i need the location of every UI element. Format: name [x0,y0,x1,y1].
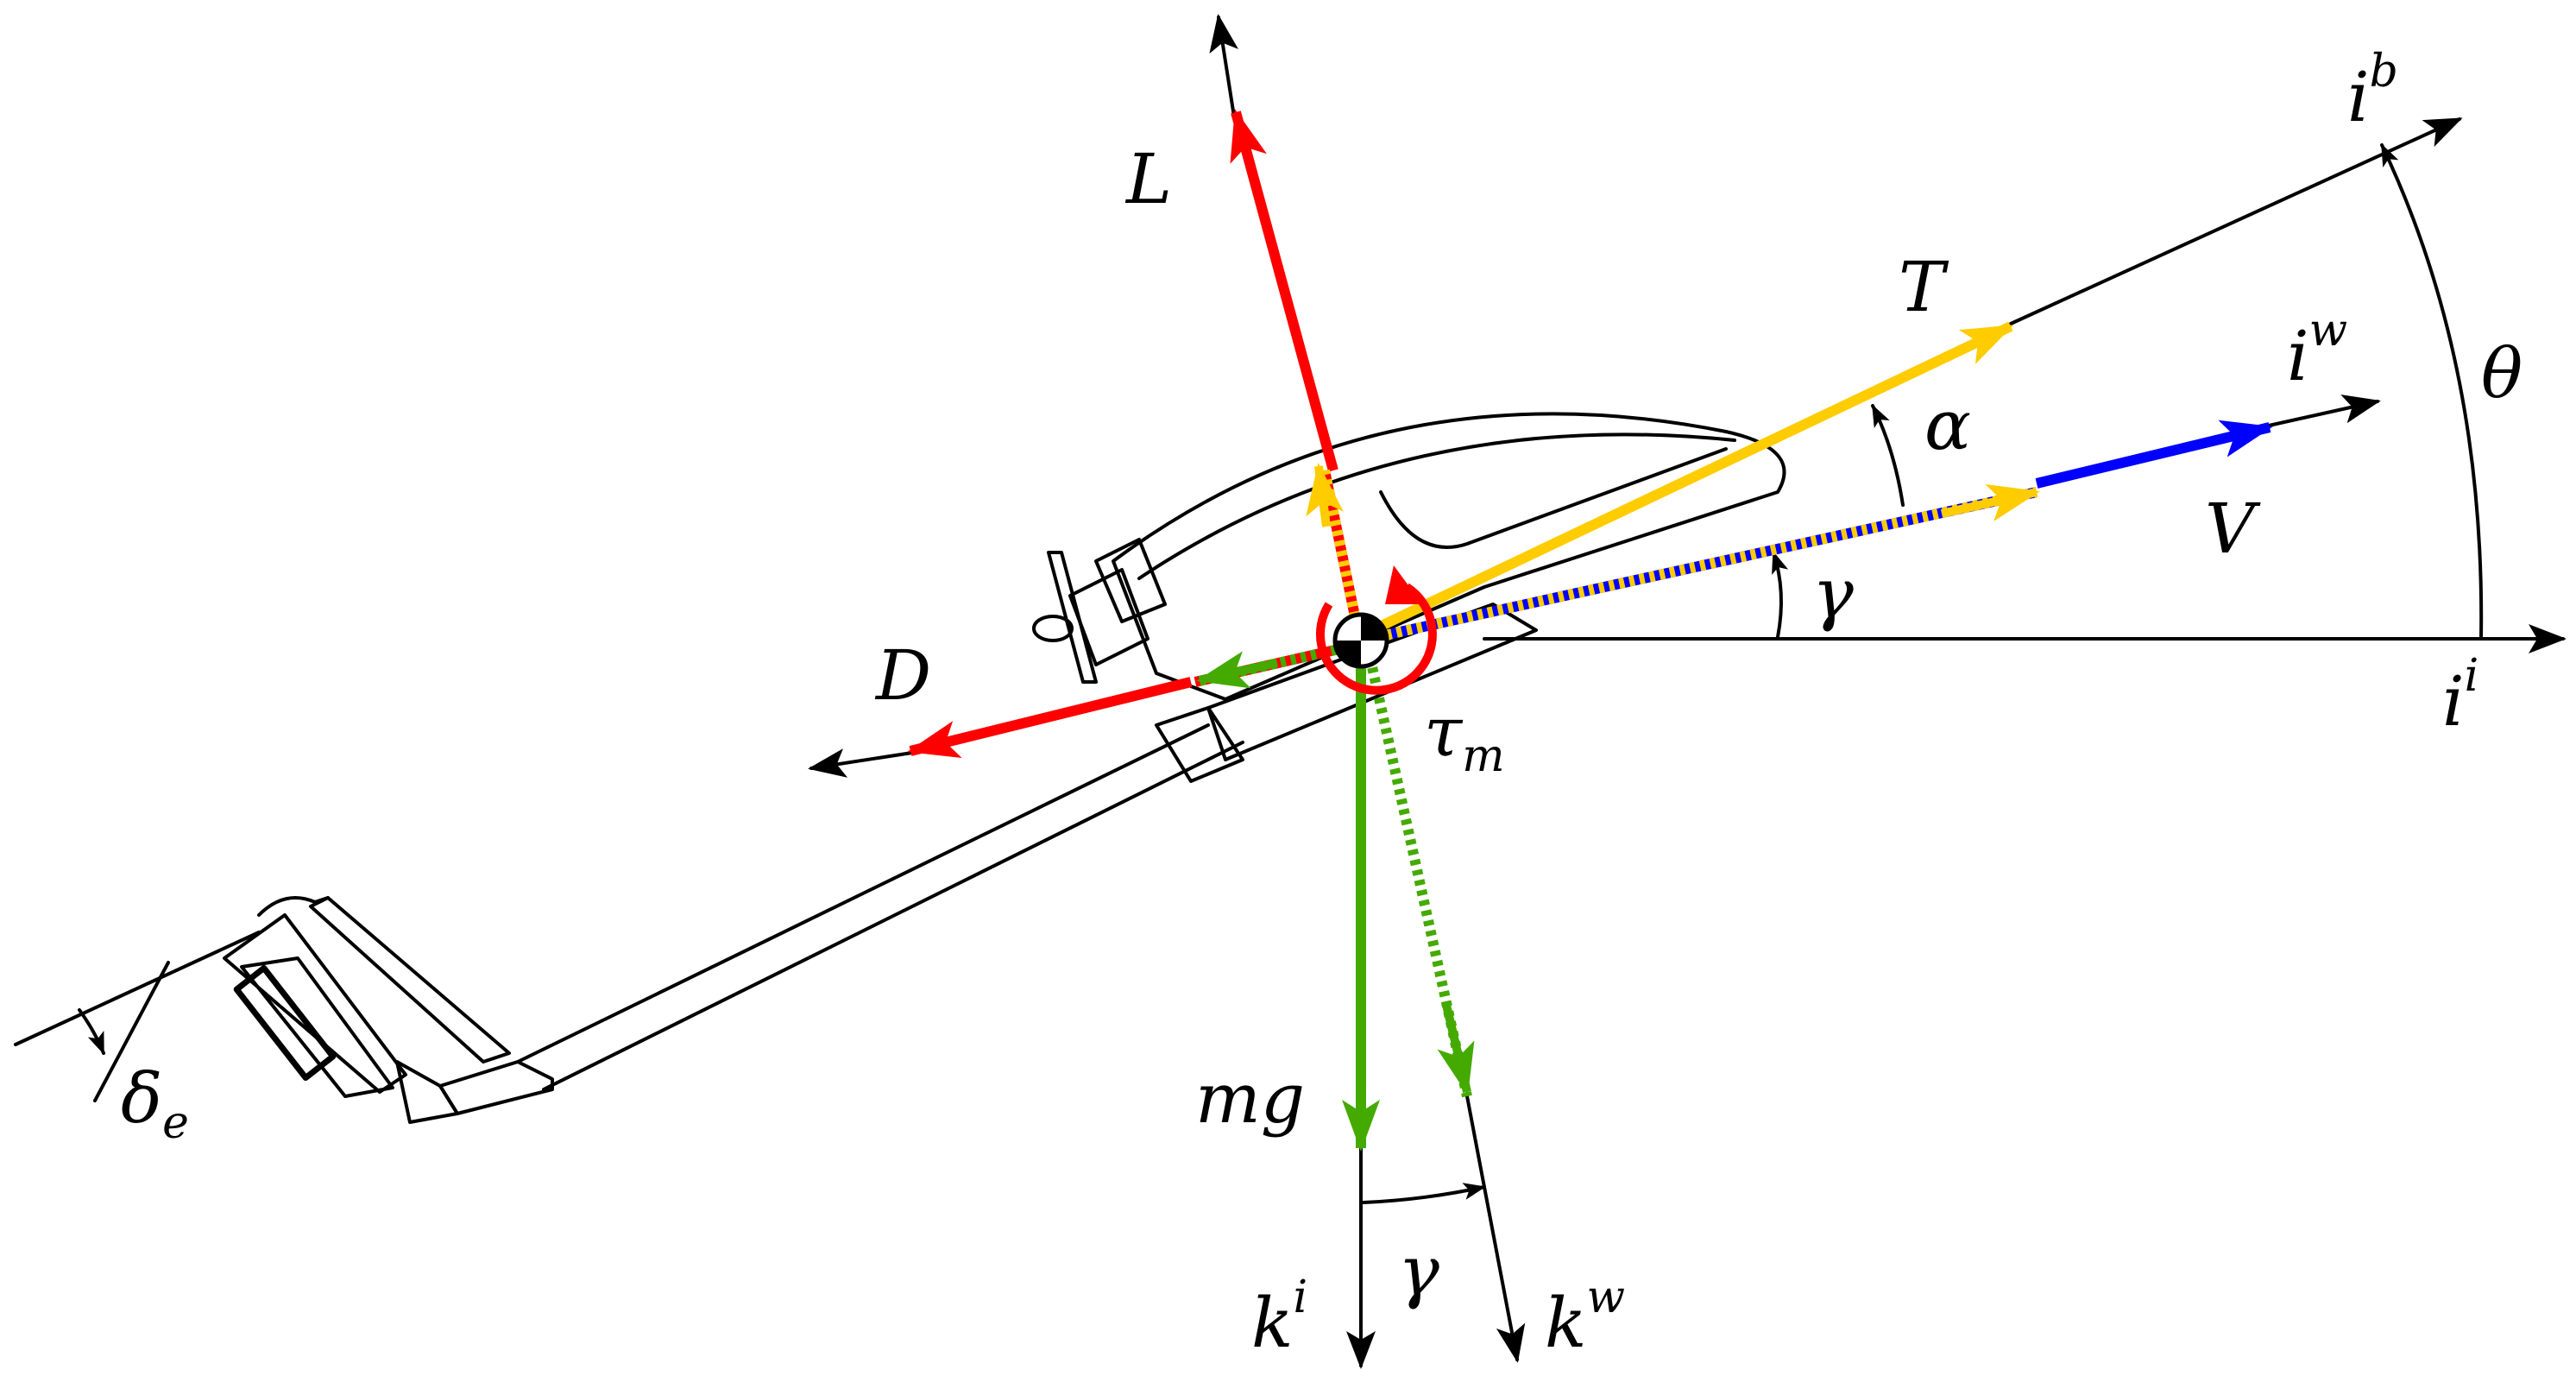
fuselage-bottom [1206,603,1538,761]
label-drag: D [874,635,931,716]
label-kw: kw [1545,1272,1625,1363]
label-velocity: V [2205,489,2261,569]
labels: L D T V α γ θ mg γ τm δe ib iw ii ki kw [121,46,2522,1363]
weight-kw-dashed [1363,646,1472,1098]
boom-connector-2 [395,1060,459,1124]
axis-kw [1465,1095,1526,1363]
label-theta: θ [2481,333,2522,413]
velocity-vector [2035,420,2273,489]
theta-arc [2380,143,2484,641]
glider-outline-icon [223,412,1786,1124]
axis-lift-ext [1209,14,1238,118]
weight-drag-component [1196,651,1279,689]
axis-iw [2259,394,2381,429]
curved-arrow-icon [1316,565,1437,695]
cg-marker-icon [1332,612,1389,669]
motor [1068,568,1149,666]
axis-ib [2009,117,2463,325]
force-vectors [907,109,2273,1152]
label-ki: ki [1251,1272,1307,1363]
gamma-lower-arc [1362,1183,1486,1204]
label-iw: iw [2287,305,2347,396]
moment-arc [1316,583,1437,695]
spinner [1032,615,1074,642]
gamma-upper-arc [1772,551,1789,639]
motor-mount [1094,538,1167,623]
axis-drag-ext [808,748,925,778]
lift-component-dashed-overlay [1319,469,1364,639]
fuselage [1112,412,1786,701]
fuselage-inner [1137,432,1736,580]
elevator-hinge [233,964,337,1082]
label-moment: τm [1424,691,1505,782]
label-lift: L [1124,139,1172,219]
tail-boom [516,723,1244,1091]
label-ii: ii [2442,650,2478,742]
boom-connector [438,1060,554,1115]
thrust-vector [1370,321,2014,635]
label-alpha: α [1924,385,1971,465]
label-ib: ib [2347,46,2398,137]
reference-axes [14,14,2567,1369]
tail-fin [309,896,511,1064]
wing-root [1155,706,1244,783]
velocity-dashed-overlay [1375,487,2038,642]
thrust-velocity-component [1940,483,2040,521]
moment-arrowhead [1385,565,1422,604]
weight-kw-component [1437,1000,1475,1095]
label-gamma-upper: γ [1812,553,1854,634]
label-gamma-lower: γ [1398,1231,1439,1311]
elevator-deflection-line [93,961,170,1102]
thrust-lift-component [1306,463,1344,527]
label-thrust: T [1899,247,1949,327]
tail-tip [257,896,330,917]
angle-arcs [78,143,2484,1204]
propeller-icon [1047,551,1098,684]
canopy [1379,447,1728,549]
elevator-arc [78,1008,105,1055]
label-elevator: δe [121,1058,189,1149]
lift-vector [1230,109,1338,472]
elevator-surface [240,956,394,1098]
drag-vector [907,677,1193,758]
alpha-arc [1871,404,1905,507]
elevator-ref-line [14,931,261,1046]
label-weight: mg [1195,1058,1305,1139]
